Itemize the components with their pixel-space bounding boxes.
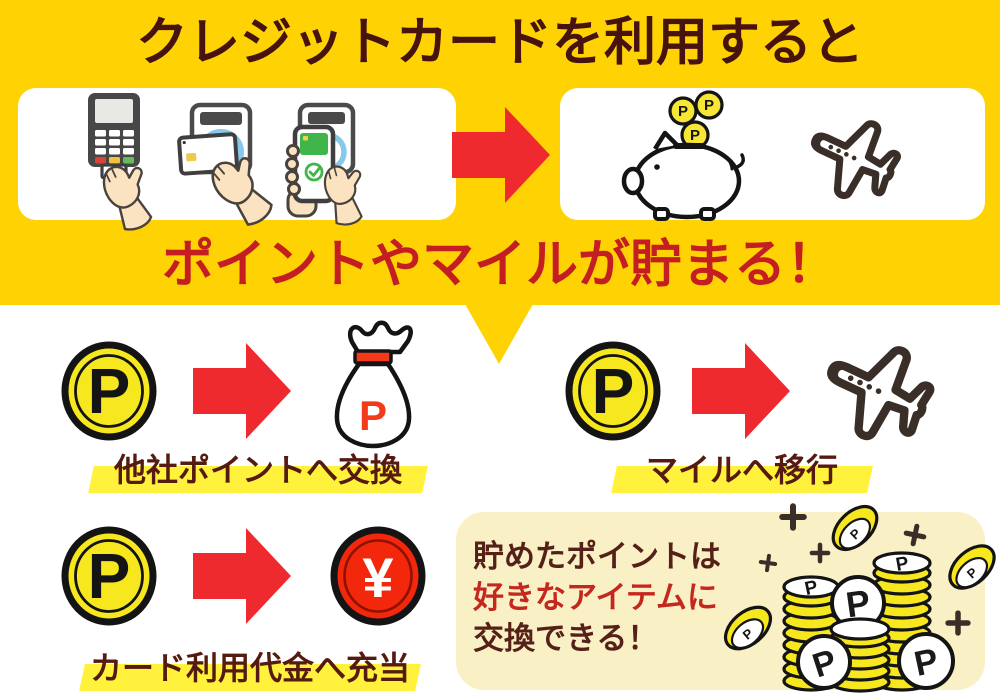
page-title: クレジットカードを利用すると bbox=[135, 14, 864, 72]
rewards-box bbox=[560, 88, 985, 220]
caption-apply-to-bill: カード利用代金へ充当 bbox=[79, 644, 421, 691]
promo-line-1: 貯めたポイントは bbox=[473, 539, 721, 574]
promo-text: 貯めたポイントは 好きなアイテムに 交換できる！ bbox=[473, 536, 721, 659]
page-subtitle: ポイントやマイルが貯まる！ bbox=[161, 236, 838, 294]
yen-coin-letter: ¥ bbox=[362, 546, 393, 609]
promo-line-3: 交換できる！ bbox=[473, 621, 659, 656]
caption-exchange-points: 他社ポイントへ交換 bbox=[88, 446, 428, 493]
bag-letter: P bbox=[359, 392, 387, 439]
point-bag-icon: P bbox=[334, 320, 413, 449]
airplane-icon bbox=[813, 328, 942, 454]
promo-box: 貯めたポイントは 好きなアイテムに 交換できる！ bbox=[456, 512, 985, 690]
arrow-right-icon bbox=[692, 343, 790, 439]
point-coin-icon bbox=[65, 530, 153, 622]
promo-line-2: 好きなアイテムに bbox=[473, 580, 718, 615]
point-coin-icon bbox=[569, 345, 657, 437]
band-pointer bbox=[465, 304, 533, 364]
point-coin-icon bbox=[65, 345, 153, 437]
yen-coin-icon: ¥ bbox=[330, 526, 426, 626]
arrow-right-icon bbox=[193, 343, 291, 439]
caption-transfer-miles: マイルへ移行 bbox=[611, 446, 873, 493]
arrow-right-icon bbox=[193, 528, 291, 624]
payment-methods-box bbox=[18, 88, 456, 220]
